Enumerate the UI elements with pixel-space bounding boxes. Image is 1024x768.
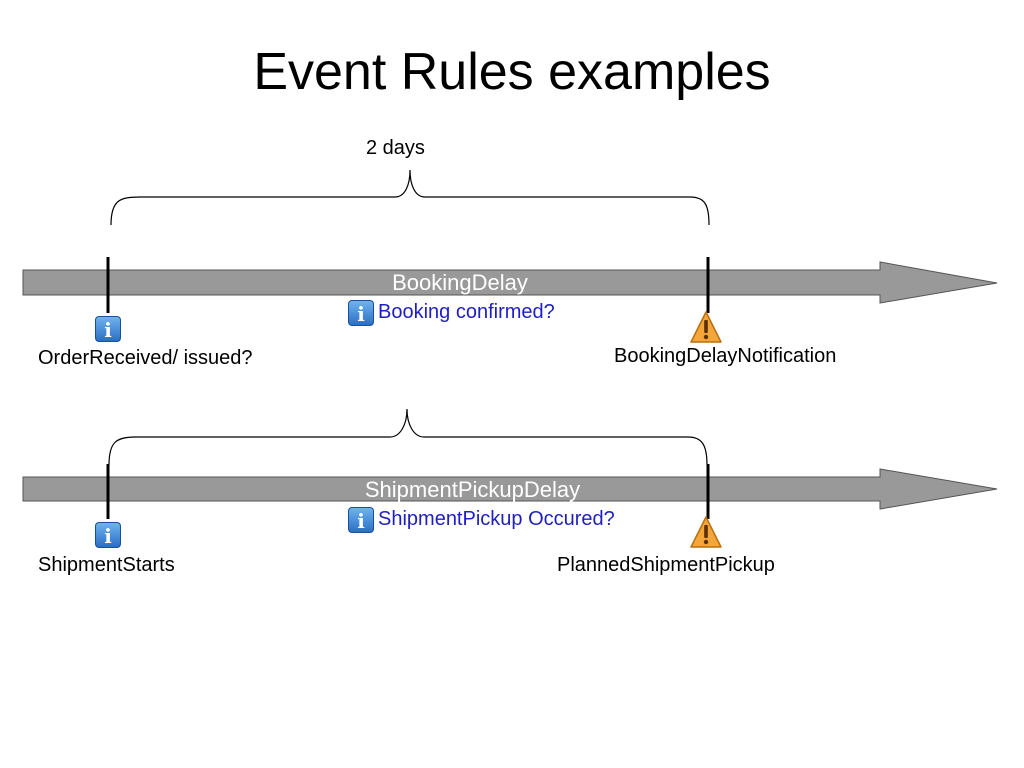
brace-label: 2 days bbox=[366, 137, 425, 159]
brace-bottom bbox=[108, 408, 708, 466]
end-event-shipment: PlannedShipmentPickup bbox=[557, 554, 775, 576]
rule-name-shipment-pickup-delay: ShipmentPickupDelay bbox=[364, 477, 581, 502]
timeline-arrow-shipment bbox=[22, 468, 998, 510]
rule-check-booking: Booking confirmed? bbox=[378, 301, 555, 323]
rule-check-shipment: ShipmentPickup Occured? bbox=[378, 508, 615, 530]
warning-icon bbox=[690, 516, 722, 548]
rule-name-booking-delay: BookingDelay bbox=[392, 270, 528, 295]
warning-icon bbox=[690, 311, 722, 343]
info-icon: i bbox=[348, 507, 374, 533]
slide-title: Event Rules examples bbox=[253, 43, 771, 101]
end-event-booking: BookingDelayNotification bbox=[614, 345, 837, 367]
timeline-arrow-booking bbox=[22, 261, 998, 304]
start-event-shipment: ShipmentStarts bbox=[38, 554, 175, 576]
info-icon: i bbox=[95, 522, 121, 548]
start-event-booking: OrderReceived/ issued? bbox=[38, 347, 253, 369]
brace-top bbox=[110, 169, 710, 226]
info-icon: i bbox=[348, 300, 374, 326]
info-icon: i bbox=[95, 316, 121, 342]
